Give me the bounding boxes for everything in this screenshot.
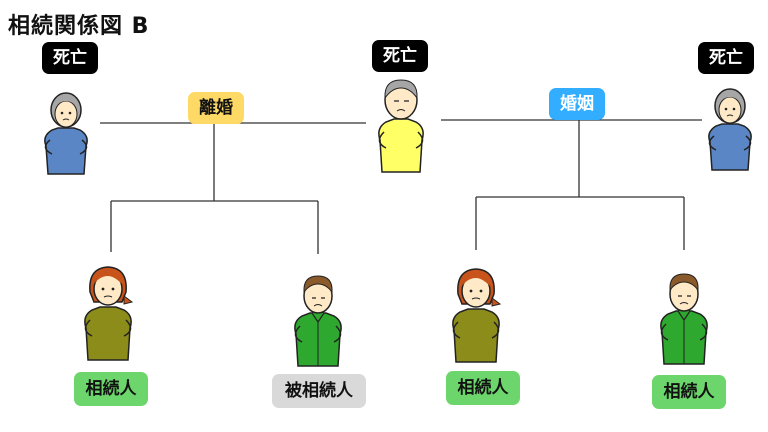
heir-badge-2: 相続人 (446, 371, 520, 405)
dead-badge-center: 死亡 (372, 40, 428, 72)
dead-badge-left: 死亡 (42, 42, 98, 74)
grandmother-right-figure (708, 88, 752, 171)
decedent-badge: 被相続人 (272, 374, 366, 408)
heir-badge-3: 相続人 (652, 375, 726, 409)
child-4-figure (660, 273, 708, 365)
dead-badge-right: 死亡 (698, 42, 754, 74)
grandmother-left-figure (44, 92, 88, 175)
divorce-badge: 離婚 (188, 92, 244, 124)
page-title: 相続関係図 B (8, 14, 150, 39)
child-2-figure (294, 275, 342, 367)
grandfather-center-figure (378, 79, 424, 173)
marriage-badge: 婚姻 (549, 88, 605, 120)
child-3-figure (452, 268, 502, 363)
child-1-figure (84, 266, 134, 361)
heir-badge-1: 相続人 (74, 372, 148, 406)
